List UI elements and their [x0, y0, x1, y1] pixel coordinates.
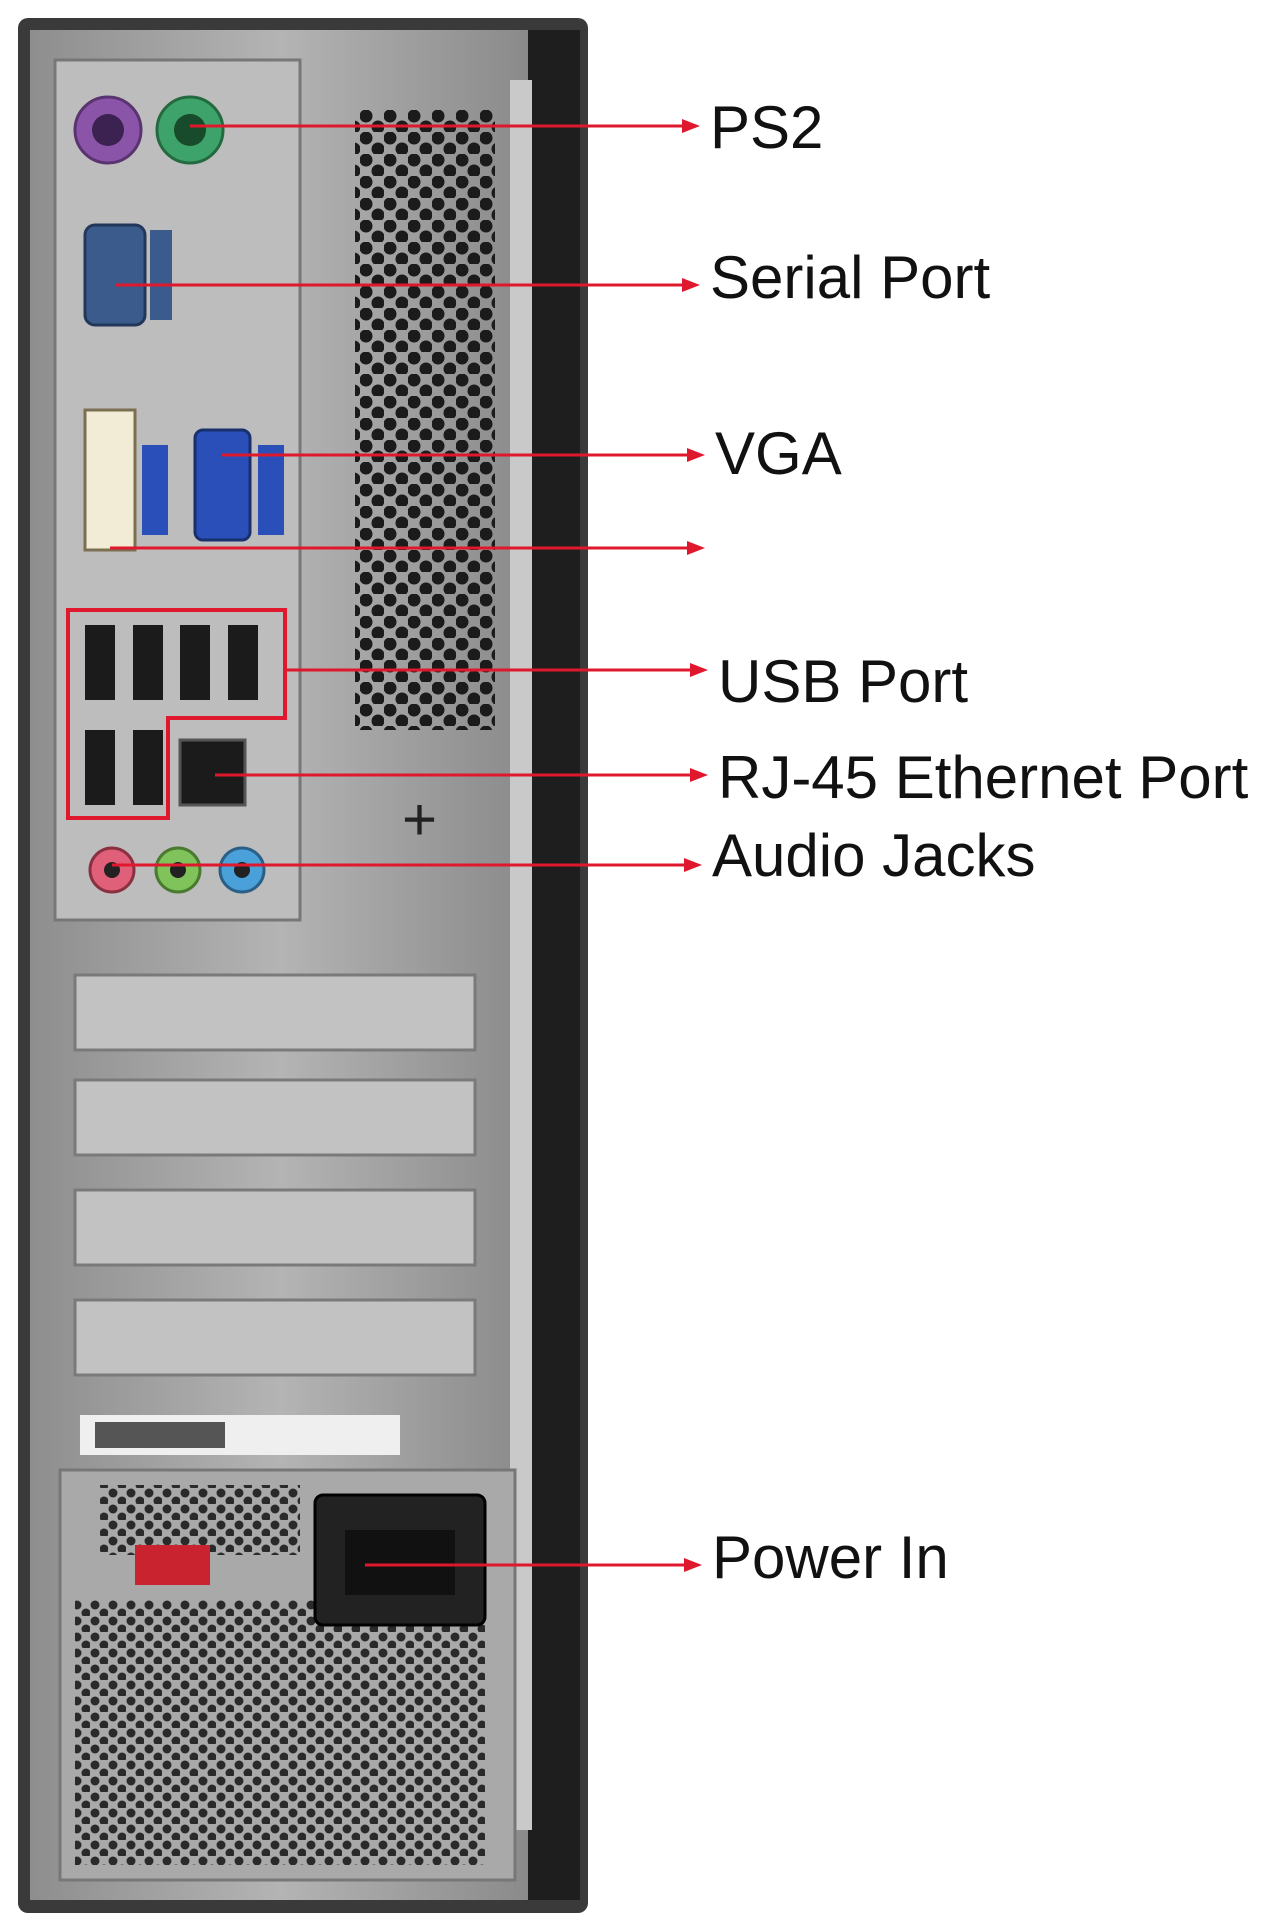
label-vga: VGA	[715, 420, 842, 487]
expansion-slots	[73, 973, 477, 1377]
callout-arrow-vga	[222, 448, 705, 462]
dvi-port	[83, 408, 137, 552]
usb-ports	[85, 625, 258, 805]
callout-arrow-serial	[115, 278, 700, 292]
usb-highlight-outline	[66, 608, 287, 820]
plus-mark: +	[402, 786, 437, 853]
rj45-port	[178, 738, 247, 807]
power-socket	[313, 1493, 487, 1627]
label-usb-port: USB Port	[718, 648, 969, 715]
callout-arrow-rj45	[215, 768, 708, 782]
audio-jacks	[88, 846, 266, 894]
callout-arrow-power	[365, 1558, 702, 1572]
label-serial-port: Serial Port	[710, 244, 991, 311]
label-ps2: PS2	[710, 94, 824, 161]
callout-arrow-usb	[285, 663, 708, 677]
vent-grille	[355, 110, 495, 730]
ps2-ports	[73, 95, 225, 165]
barcode-label	[80, 1415, 400, 1455]
label-rj45-ethernet-port: RJ-45 Ethernet Port	[718, 744, 1249, 811]
vga-port	[142, 428, 284, 542]
callout-arrow-ps2	[190, 119, 700, 133]
label-power-in: Power In	[712, 1524, 949, 1591]
callout-arrow-dvi	[110, 541, 705, 555]
serial-port	[83, 223, 172, 327]
callout-arrow-audio	[112, 858, 702, 872]
label-audio-jacks: Audio Jacks	[712, 822, 1036, 889]
